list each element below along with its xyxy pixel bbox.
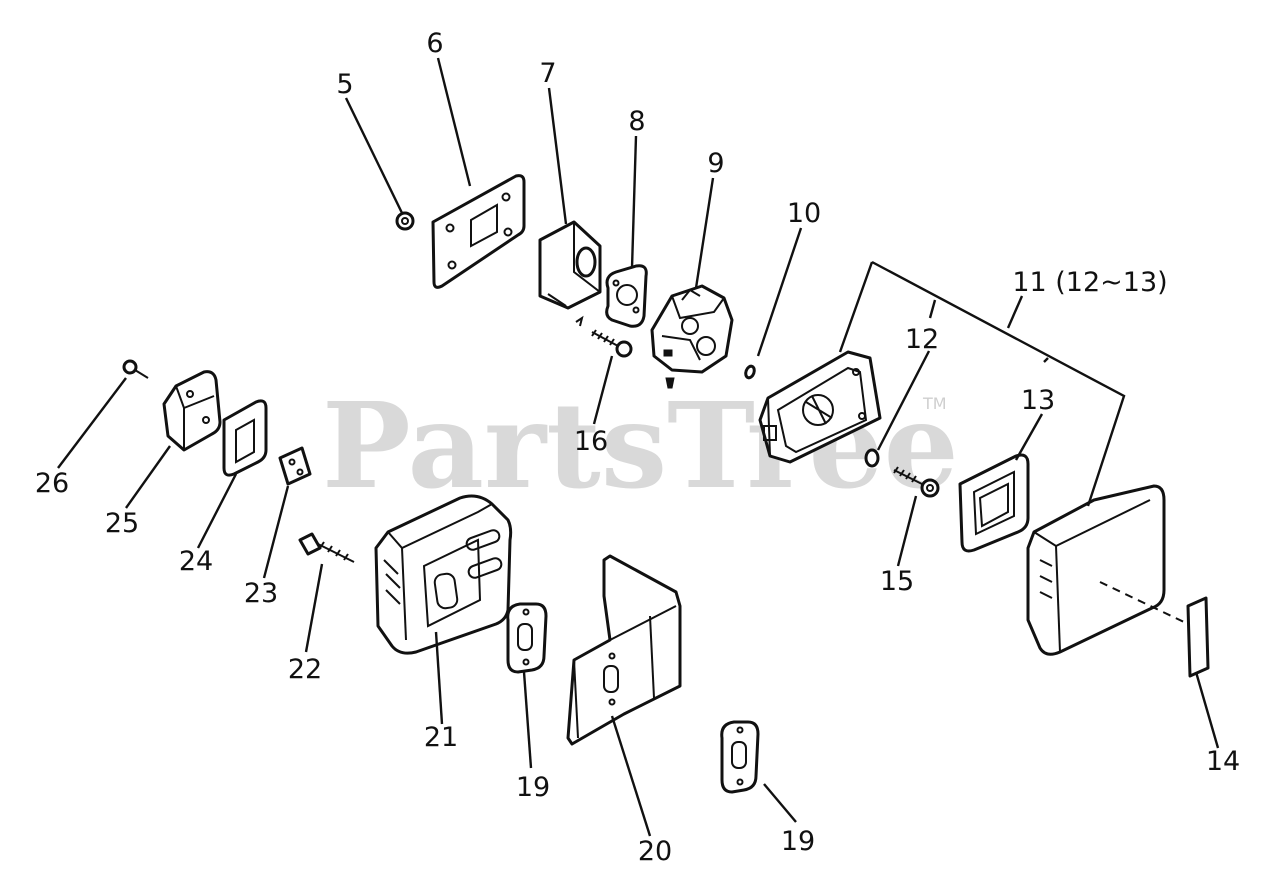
part-9-carburetor[interactable] <box>650 284 734 389</box>
part-15-bolt[interactable] <box>893 466 940 498</box>
watermark-trademark: TM <box>922 394 947 413</box>
part-21-muffler[interactable] <box>374 494 513 655</box>
part-12-nut[interactable] <box>864 448 880 468</box>
callout-22: 22 <box>288 654 322 685</box>
part-26-screw[interactable] <box>122 359 149 379</box>
part-19-gasket-lower[interactable] <box>720 720 760 794</box>
part-19-gasket-upper[interactable] <box>506 602 548 674</box>
part-24-gasket[interactable] <box>222 399 268 477</box>
part-16-screw[interactable] <box>575 315 633 358</box>
part-22-bolt[interactable] <box>298 532 355 563</box>
part-7-spacer-block[interactable] <box>538 220 602 310</box>
callout-7: 7 <box>539 58 556 89</box>
callout-10: 10 <box>787 198 821 229</box>
callout-25: 25 <box>105 508 139 539</box>
callout-12: 12 <box>905 324 939 355</box>
callout-24: 24 <box>179 546 213 577</box>
callout-15: 15 <box>880 566 914 597</box>
callout-21: 21 <box>424 722 458 753</box>
part-25-cover-plate[interactable] <box>162 370 222 452</box>
callout-26: 26 <box>35 468 69 499</box>
part-13-filter-element[interactable] <box>958 453 1030 553</box>
part-10-o-ring[interactable] <box>744 364 756 380</box>
callout-20: 20 <box>638 836 672 867</box>
part-23-plate[interactable] <box>278 446 312 486</box>
callout-13: 13 <box>1021 385 1055 416</box>
callout-16: 16 <box>574 426 608 457</box>
callout-14: 14 <box>1206 746 1240 777</box>
part-14-label[interactable] <box>1186 596 1210 678</box>
callout-6: 6 <box>426 28 443 59</box>
callouts: 5 6 7 8 9 10 11 (12~13) 12 13 14 15 16 1… <box>35 28 1240 867</box>
part-8-gasket[interactable] <box>605 264 648 328</box>
part-20-heat-shield[interactable] <box>566 554 682 746</box>
callout-9: 9 <box>707 148 724 179</box>
callout-11: 11 (12~13) <box>1012 267 1167 298</box>
part-11-air-cleaner-base[interactable] <box>758 350 882 464</box>
callout-23: 23 <box>244 578 278 609</box>
part-5-nut[interactable] <box>395 211 415 231</box>
callout-19-upper: 19 <box>516 772 550 803</box>
leader-lines <box>57 57 1220 837</box>
callout-5: 5 <box>336 69 353 100</box>
part-11-air-cleaner-cover[interactable] <box>1026 484 1185 656</box>
callout-19-lower: 19 <box>781 826 815 857</box>
callout-8: 8 <box>628 106 645 137</box>
part-6-gasket-plate[interactable] <box>431 174 526 289</box>
